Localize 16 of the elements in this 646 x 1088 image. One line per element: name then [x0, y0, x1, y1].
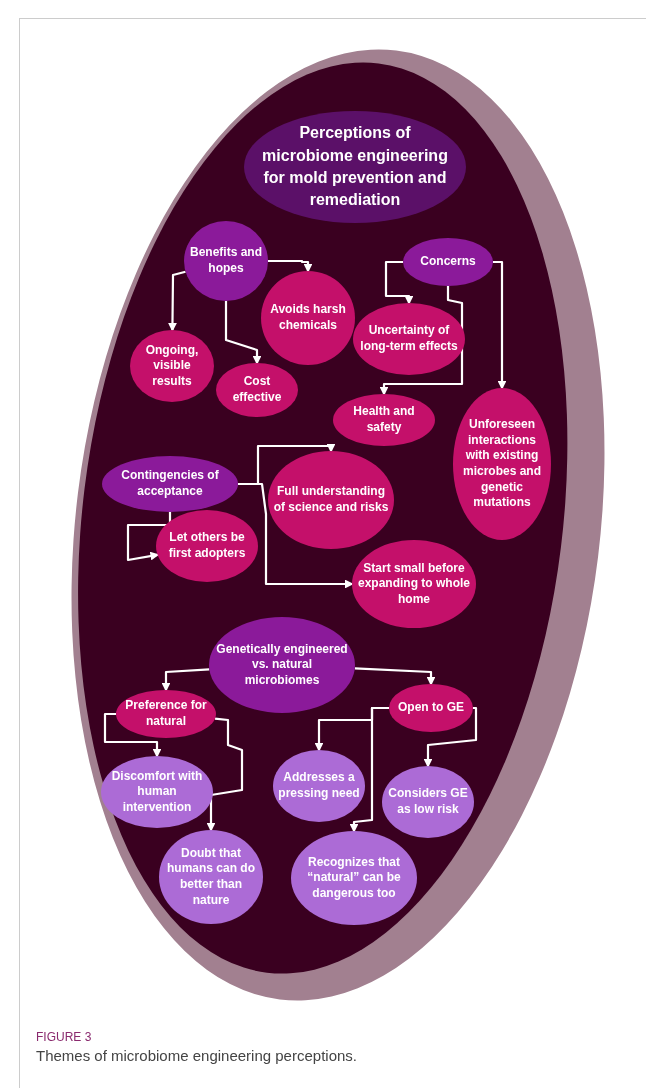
arrow	[161, 668, 210, 692]
arrow	[349, 706, 389, 833]
arrow	[384, 260, 414, 305]
arrow	[103, 712, 162, 758]
arrow	[379, 286, 464, 396]
arrow	[224, 301, 262, 365]
arrow	[354, 667, 436, 686]
arrow	[268, 259, 313, 273]
figure-label: FIGURE 3	[36, 1030, 92, 1044]
arrow	[126, 512, 172, 562]
arrow	[423, 706, 478, 768]
arrow	[493, 260, 507, 390]
arrow	[238, 482, 354, 589]
caption: Themes of microbiome engineering perceptions.	[36, 1047, 357, 1064]
arrow	[206, 717, 244, 832]
arrow	[168, 270, 186, 332]
